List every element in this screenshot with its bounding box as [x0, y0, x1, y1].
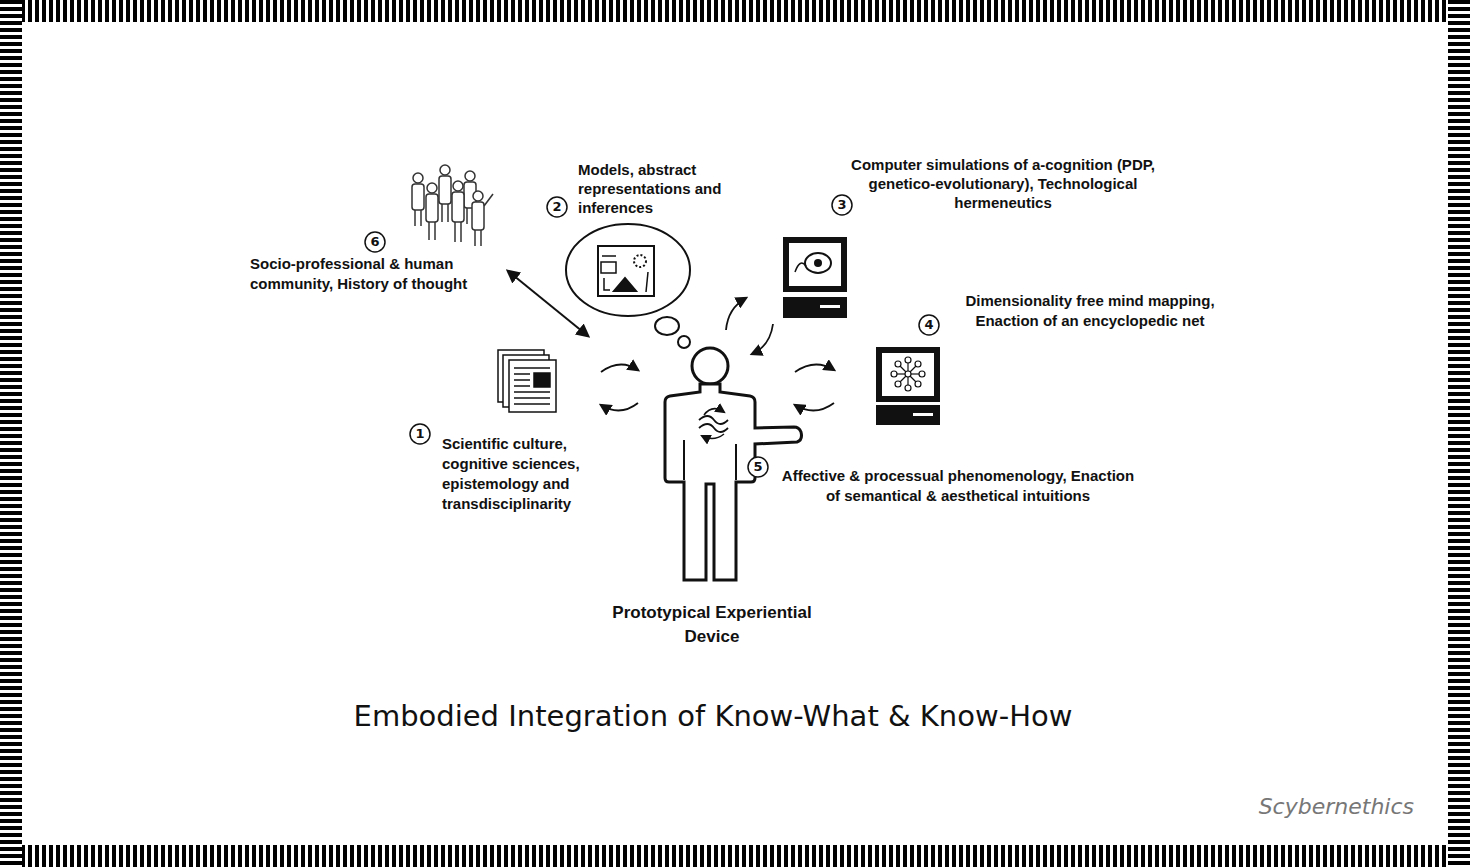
striped-border [0, 845, 1470, 867]
callout-circle [365, 195, 939, 477]
people-icon [412, 165, 493, 246]
callout-number: 4 [919, 315, 939, 335]
computer-icon [783, 237, 847, 318]
striped-border [0, 0, 22, 867]
cycle-arrows [601, 298, 834, 411]
item-label: Affective & processual phenomenology, En… [778, 466, 1138, 506]
callout-number: 3 [832, 195, 852, 215]
callout-number: 6 [365, 232, 385, 252]
thought-bubble [566, 224, 690, 348]
striped-border [0, 0, 1470, 22]
documents-icon [498, 350, 556, 412]
callout-number: 1 [410, 424, 430, 444]
striped-border [1448, 0, 1470, 867]
device-label: Prototypical Experiential Device [592, 601, 832, 649]
item-label: Dimensionality free mind mapping, Enacti… [945, 291, 1235, 331]
callout-number: 5 [748, 457, 768, 477]
watermark: Scybernethics [1259, 793, 1414, 821]
caption: Embodied Integration of Know-What & Know… [200, 698, 1226, 734]
person-figure [665, 348, 802, 580]
item-label: Socio-professional & human community, Hi… [250, 254, 515, 294]
callout-number: 2 [547, 197, 567, 217]
item-label: Models, abstract representations and inf… [578, 160, 733, 217]
item-label: Computer simulations of a-cognition (PDP… [848, 155, 1158, 212]
item-label: Scientific culture, cognitive sciences, … [442, 434, 602, 514]
computer-icon [876, 347, 940, 425]
